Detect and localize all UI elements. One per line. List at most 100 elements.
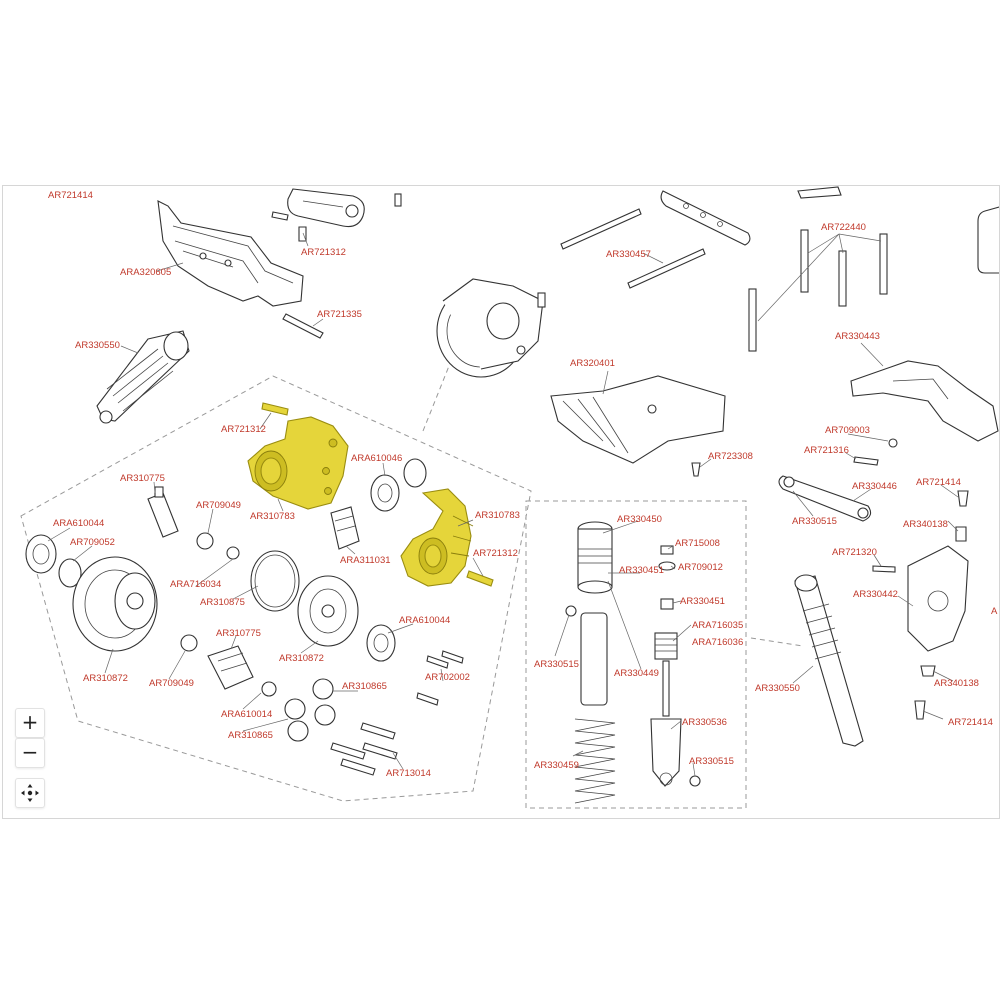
part-labels: AR721414 ARA320605 AR721312 AR721335 AR3… — [48, 190, 998, 779]
shock-body-part — [580, 612, 608, 706]
part-label: AR721320 — [832, 547, 877, 558]
bearing-part — [25, 534, 57, 574]
part-label: AR330443 — [835, 331, 880, 342]
skid-plate-part — [550, 375, 726, 464]
bearing-part — [32, 543, 50, 565]
ring-gear-part — [72, 556, 158, 652]
part-label: ARA610046 — [351, 453, 402, 464]
screw-part — [271, 193, 402, 339]
part-label: AR330446 — [852, 481, 897, 492]
bearing-part — [370, 474, 400, 512]
post-part — [748, 229, 888, 352]
spider-gear-part — [284, 678, 336, 742]
part-label: AR702002 — [425, 672, 470, 683]
bearing-part — [261, 681, 277, 697]
shock-group-outline — [525, 500, 747, 809]
transmission-part — [436, 278, 546, 378]
part-label: AR709049 — [196, 500, 241, 511]
diff-case-part — [297, 575, 359, 647]
part-label: AR310775 — [216, 628, 261, 639]
part-label: AR721414 — [48, 190, 93, 201]
part-label: AR330459 — [534, 760, 579, 771]
gasket-part — [254, 554, 296, 608]
shock-part — [794, 574, 864, 747]
link-plate-part — [660, 186, 842, 246]
part-label: AR310775 — [120, 473, 165, 484]
part-label: ARA311031 — [340, 555, 391, 566]
part-label: ARA320605 — [120, 267, 171, 278]
part-label: AR330449 — [614, 668, 659, 679]
part-label: AR310875 — [200, 597, 245, 608]
part-label: AR709052 — [70, 537, 115, 548]
part-label: AR721312 — [301, 247, 346, 258]
part-label: AR723308 — [708, 451, 753, 462]
exploded-parts-diagram[interactable]: AR721414 ARA320605 AR721312 AR721335 AR3… — [3, 186, 999, 818]
washer-part — [180, 634, 198, 652]
zoom-in-button[interactable]: + — [15, 708, 45, 738]
part-label: AR330536 — [682, 717, 727, 728]
part-label: AR330450 — [617, 514, 662, 525]
bearing-part — [373, 633, 389, 653]
part-label: AR310872 — [279, 653, 324, 664]
steering-link-part — [778, 475, 872, 522]
zoom-out-button[interactable]: − — [15, 738, 45, 768]
part-label: AR721414 — [948, 717, 993, 728]
shock-part — [96, 330, 190, 424]
screw-part — [691, 462, 701, 477]
diff-cover-highlighted-part — [400, 488, 474, 587]
part-label: ARA716034 — [170, 579, 221, 590]
front-bumper-part — [157, 200, 304, 307]
bearing-part — [366, 624, 396, 662]
pin-part — [560, 208, 706, 289]
washer-part — [58, 558, 82, 588]
screw-highlighted-part — [261, 402, 289, 416]
gasket-part — [250, 550, 300, 612]
o-ring-part — [565, 605, 577, 617]
washer-part — [888, 438, 898, 448]
part-label: AR310783 — [475, 510, 520, 521]
part-label: ARA610014 — [221, 709, 272, 720]
part-label: AR721312 — [473, 548, 518, 559]
part-label: AR715008 — [675, 538, 720, 549]
diff-cover-highlighted-part — [247, 416, 349, 510]
edge-panel — [977, 206, 999, 274]
part-label: AR320401 — [570, 358, 615, 369]
shock-shaft-part — [650, 660, 682, 787]
part-label: AR310865 — [228, 730, 273, 741]
bearing-part — [377, 483, 393, 503]
part-label: AR330442 — [853, 589, 898, 600]
part-label: AR721335 — [317, 309, 362, 320]
part-label: AR330550 — [75, 340, 120, 351]
part-label: AR330515 — [792, 516, 837, 527]
part-label: AR330550 — [755, 683, 800, 694]
part-label: AR721414 — [916, 477, 961, 488]
part-label: AR340138 — [903, 519, 948, 530]
screw-part — [872, 565, 896, 573]
pinion-gear-part — [147, 486, 179, 538]
recenter-button[interactable] — [15, 778, 45, 808]
group-connector — [750, 637, 804, 647]
o-ring-part — [689, 775, 701, 787]
washer-part — [226, 546, 240, 560]
part-label: AR310865 — [342, 681, 387, 692]
part-label: AR340138 — [934, 678, 979, 689]
washer-part — [196, 532, 214, 550]
part-label: ARA716036 — [692, 637, 743, 648]
part-label: AR330457 — [606, 249, 651, 260]
a-arm-part — [850, 360, 999, 442]
bearing-part — [403, 458, 427, 488]
part-label: ARA610044 — [53, 518, 104, 529]
part-label: AR310872 — [83, 673, 128, 684]
screw-highlighted-part — [466, 570, 494, 587]
part-label: AR709003 — [825, 425, 870, 436]
spring-part — [574, 718, 616, 804]
pinion-gear-part — [330, 506, 360, 550]
part-label: AR721312 — [221, 424, 266, 435]
part-label: AR709012 — [678, 562, 723, 573]
crosshair-icon — [21, 784, 39, 802]
part-label: AR721316 — [804, 445, 849, 456]
steering-knuckle-part — [907, 490, 969, 720]
part-label: AR722440 — [821, 222, 866, 233]
pinion-gear-part — [207, 645, 254, 690]
diagram-viewer[interactable]: AR721414 ARA320605 AR721312 AR721335 AR3… — [2, 185, 1000, 819]
